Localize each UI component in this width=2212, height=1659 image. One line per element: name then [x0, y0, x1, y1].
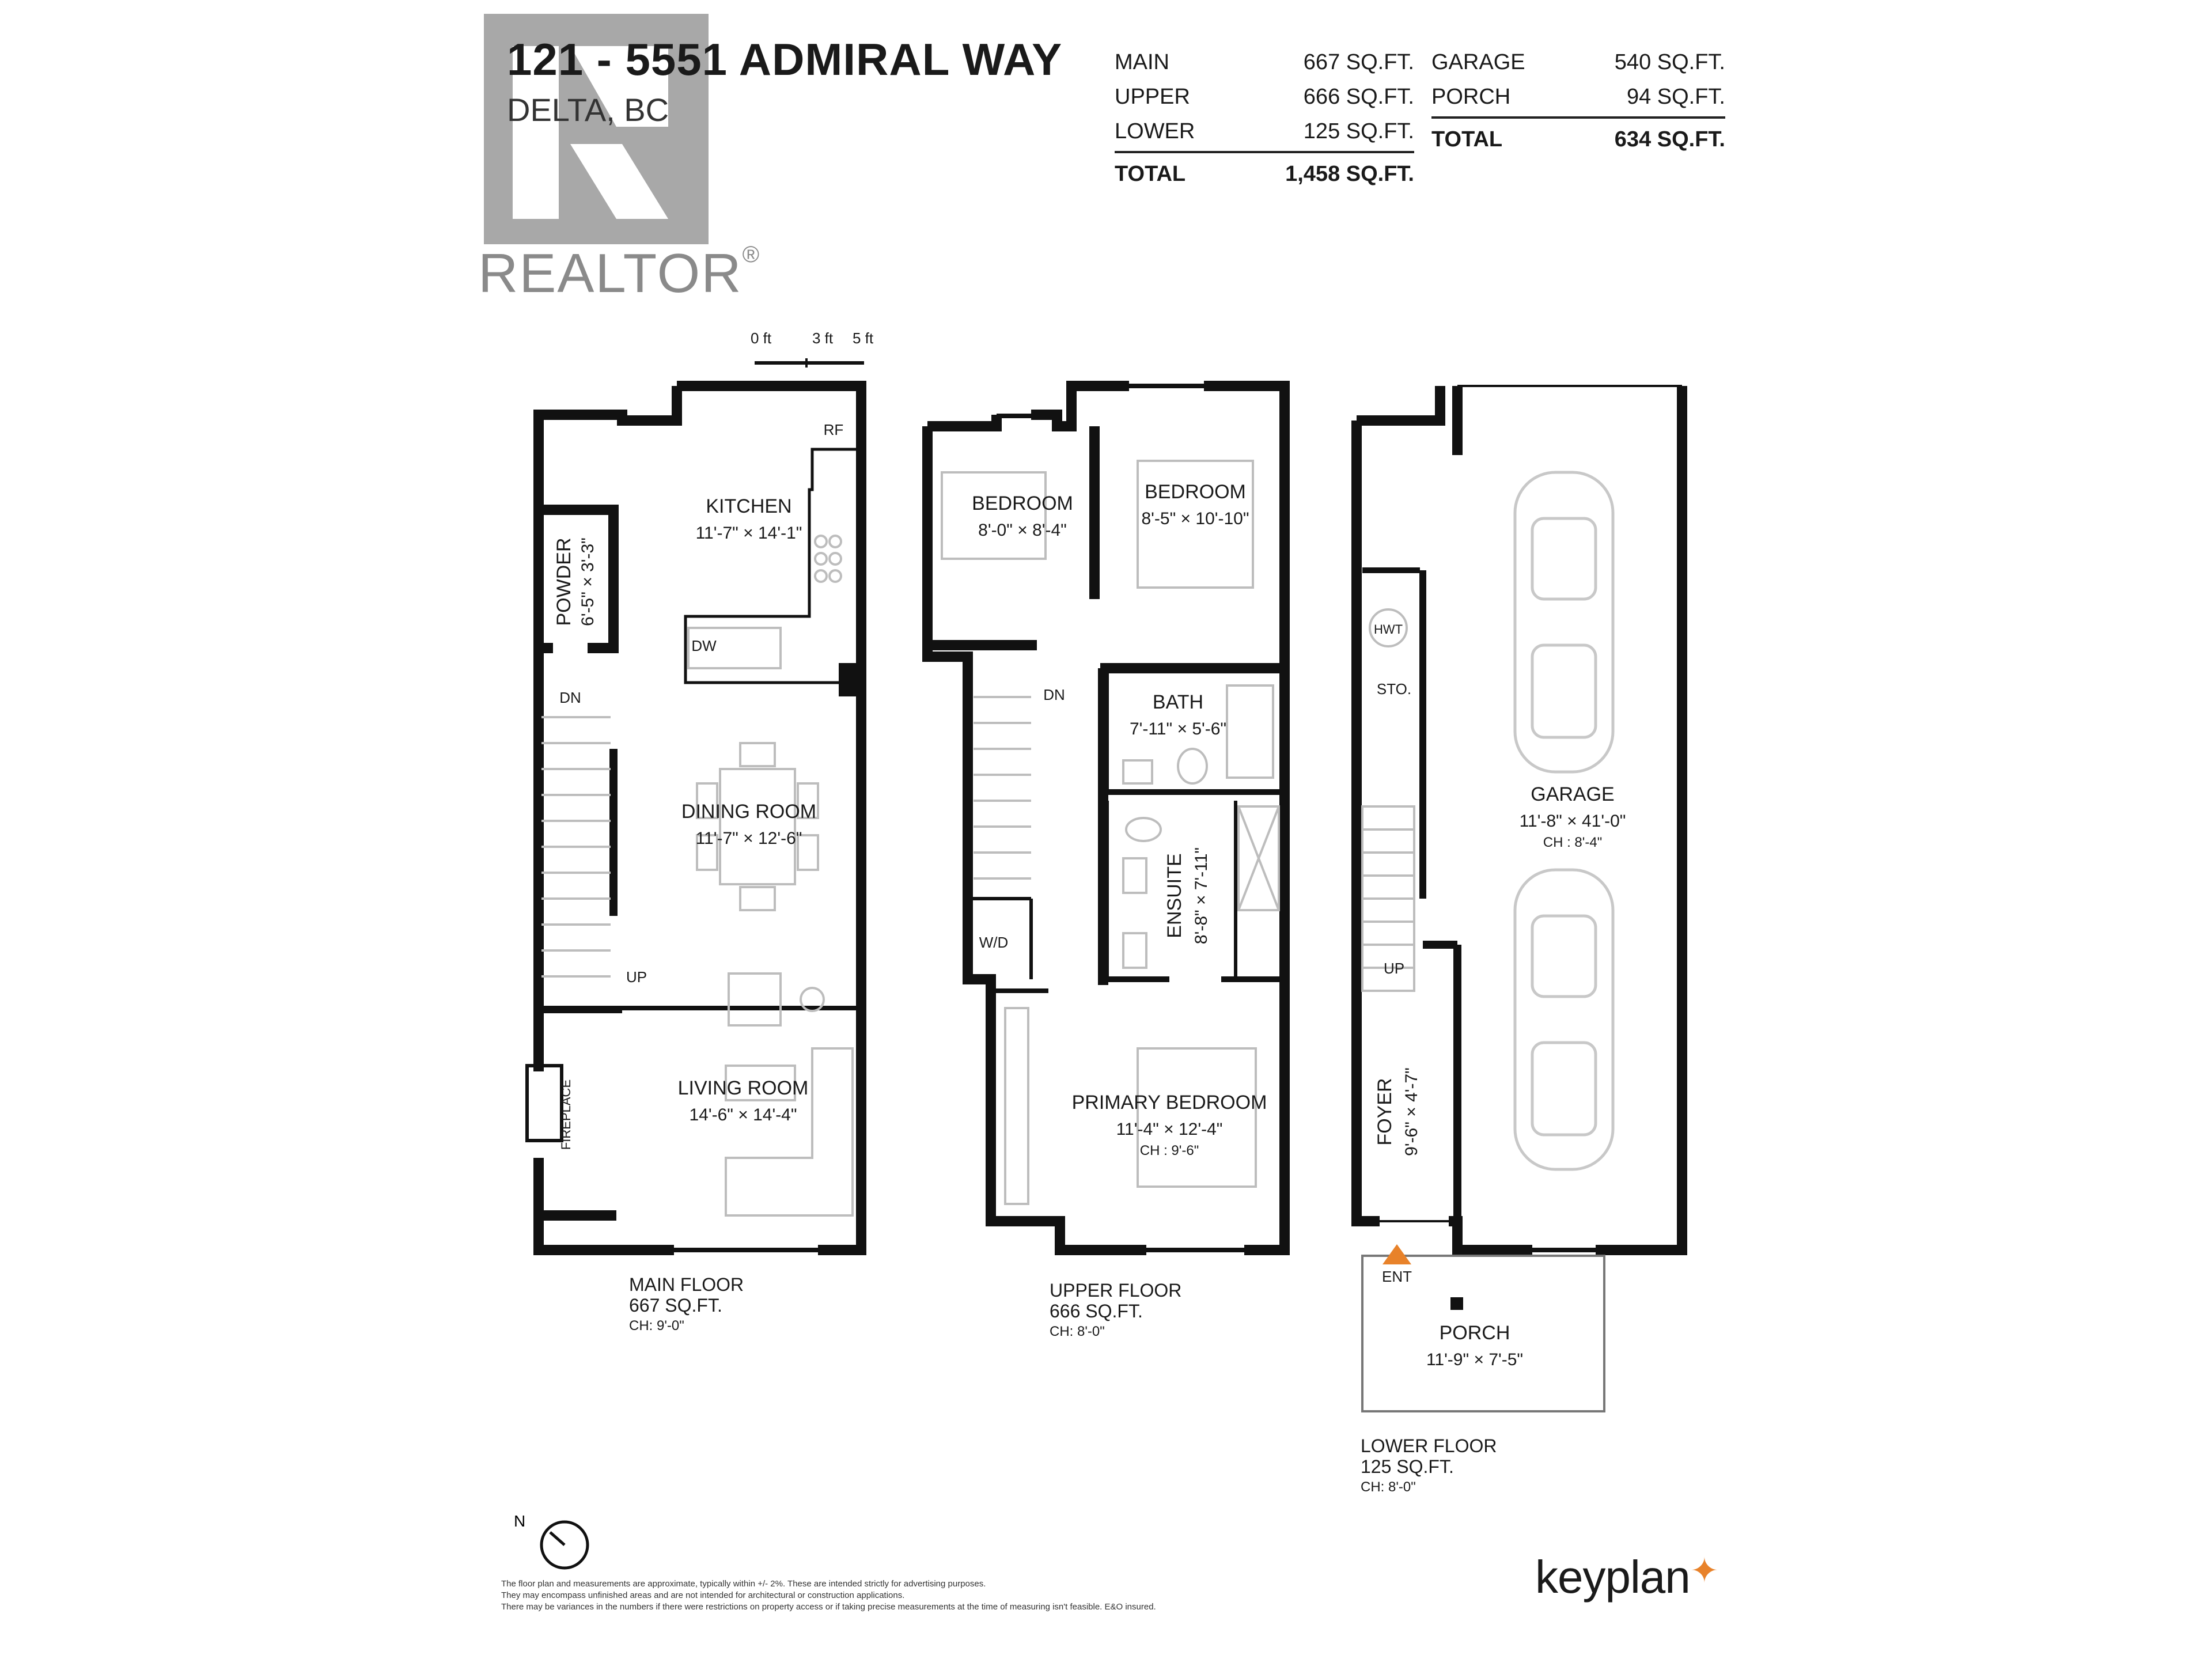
label-foyer: FOYER — [1374, 1078, 1396, 1145]
label-powder: POWDER — [553, 538, 575, 626]
property-city: DELTA, BC — [507, 92, 669, 128]
label-ent: ENT — [1382, 1268, 1412, 1285]
label-fireplace: FIREPLACE — [559, 1080, 573, 1150]
entry-marker — [1382, 1244, 1463, 1310]
label-upper-dn: DN — [1043, 686, 1065, 703]
room-labels: KITCHEN 11'-7" × 14'-1" RF DW POWDER 6'-… — [553, 421, 1626, 1369]
ch-primary: CH : 9'-6" — [1140, 1143, 1199, 1158]
upper-floor-furniture — [941, 460, 1280, 1205]
label-wd: W/D — [979, 934, 1009, 951]
disclaimer: The floor plan and measurements are appr… — [501, 1579, 1156, 1612]
north-compass-icon: N — [514, 1512, 589, 1570]
svg-text:N: N — [514, 1512, 525, 1530]
dim-dining: 11'-7" × 12'-6" — [696, 829, 802, 848]
label-bedroom-1: BEDROOM — [972, 493, 1073, 514]
realtor-watermark-text: REALTOR® — [478, 242, 761, 304]
label-dining: DINING ROOM — [681, 801, 816, 823]
label-primary: PRIMARY BEDROOM — [1072, 1092, 1267, 1113]
garage-car-top — [1513, 471, 1615, 774]
ch-garage: CH : 8'-4" — [1543, 835, 1602, 850]
scale-bar — [755, 358, 864, 368]
keyplan-logo: keyplan✦ — [1535, 1551, 1719, 1603]
label-porch: PORCH — [1440, 1322, 1510, 1344]
upper-floor-plan — [922, 381, 1290, 1255]
label-sto: STO. — [1377, 680, 1411, 698]
label-ensuite: ENSUITE — [1164, 853, 1185, 938]
dim-kitchen: 11'-7" × 14'-1" — [696, 524, 802, 543]
dim-ensuite: 8'-8" × 7'-11" — [1192, 847, 1211, 944]
label-garage: GARAGE — [1531, 783, 1614, 805]
label-bath: BATH — [1153, 691, 1203, 713]
label-hwt: HWT — [1374, 622, 1403, 637]
dim-bath: 7'-11" × 5'-6" — [1130, 719, 1226, 738]
keyplan-logo-mark-icon: ✦ — [1690, 1551, 1719, 1590]
garage-car-bottom — [1513, 868, 1615, 1171]
caption-upper-floor: UPPER FLOOR 666 SQ.FT. CH: 8'-0" — [1050, 1280, 1182, 1339]
main-floor-plan — [525, 381, 866, 1255]
dim-bedroom-1: 8'-0" × 8'-4" — [978, 521, 1067, 540]
label-dw: DW — [691, 637, 717, 654]
label-living: LIVING ROOM — [678, 1077, 809, 1099]
property-address: 121 - 5551 ADMIRAL WAY — [507, 34, 1063, 85]
label-main-up: UP — [626, 968, 647, 986]
label-bedroom-2: BEDROOM — [1145, 481, 1246, 503]
lower-floor-plan — [1351, 385, 1687, 1412]
caption-main-floor: MAIN FLOOR 667 SQ.FT. CH: 9'-0" — [629, 1274, 744, 1334]
scale-five: 5 ft — [853, 329, 874, 347]
label-kitchen: KITCHEN — [706, 495, 791, 517]
dim-powder: 6'-5" × 3'-3" — [578, 537, 597, 626]
label-rf: RF — [824, 421, 844, 438]
main-floor-furniture — [541, 535, 854, 1217]
dim-primary: 11'-4" × 12'-4" — [1116, 1120, 1223, 1139]
dim-porch: 11'-9" × 7'-5" — [1426, 1350, 1523, 1369]
label-main-dn: DN — [559, 689, 581, 706]
realtor-watermark-logo — [484, 14, 709, 244]
dim-bedroom-2: 8'-5" × 10'-10" — [1141, 509, 1249, 528]
dim-garage: 11'-8" × 41'-0" — [1520, 812, 1626, 831]
caption-lower-floor: LOWER FLOOR 125 SQ.FT. CH: 8'-0" — [1361, 1435, 1497, 1495]
scale-three: 3 ft — [812, 329, 834, 347]
lower-floor-fixtures — [1361, 608, 1415, 992]
label-lower-up: UP — [1384, 960, 1404, 977]
scale-zero: 0 ft — [751, 329, 772, 347]
dim-foyer: 9'-6" × 4'-7" — [1402, 1067, 1421, 1156]
dim-living: 14'-6" × 14'-4" — [689, 1105, 797, 1124]
